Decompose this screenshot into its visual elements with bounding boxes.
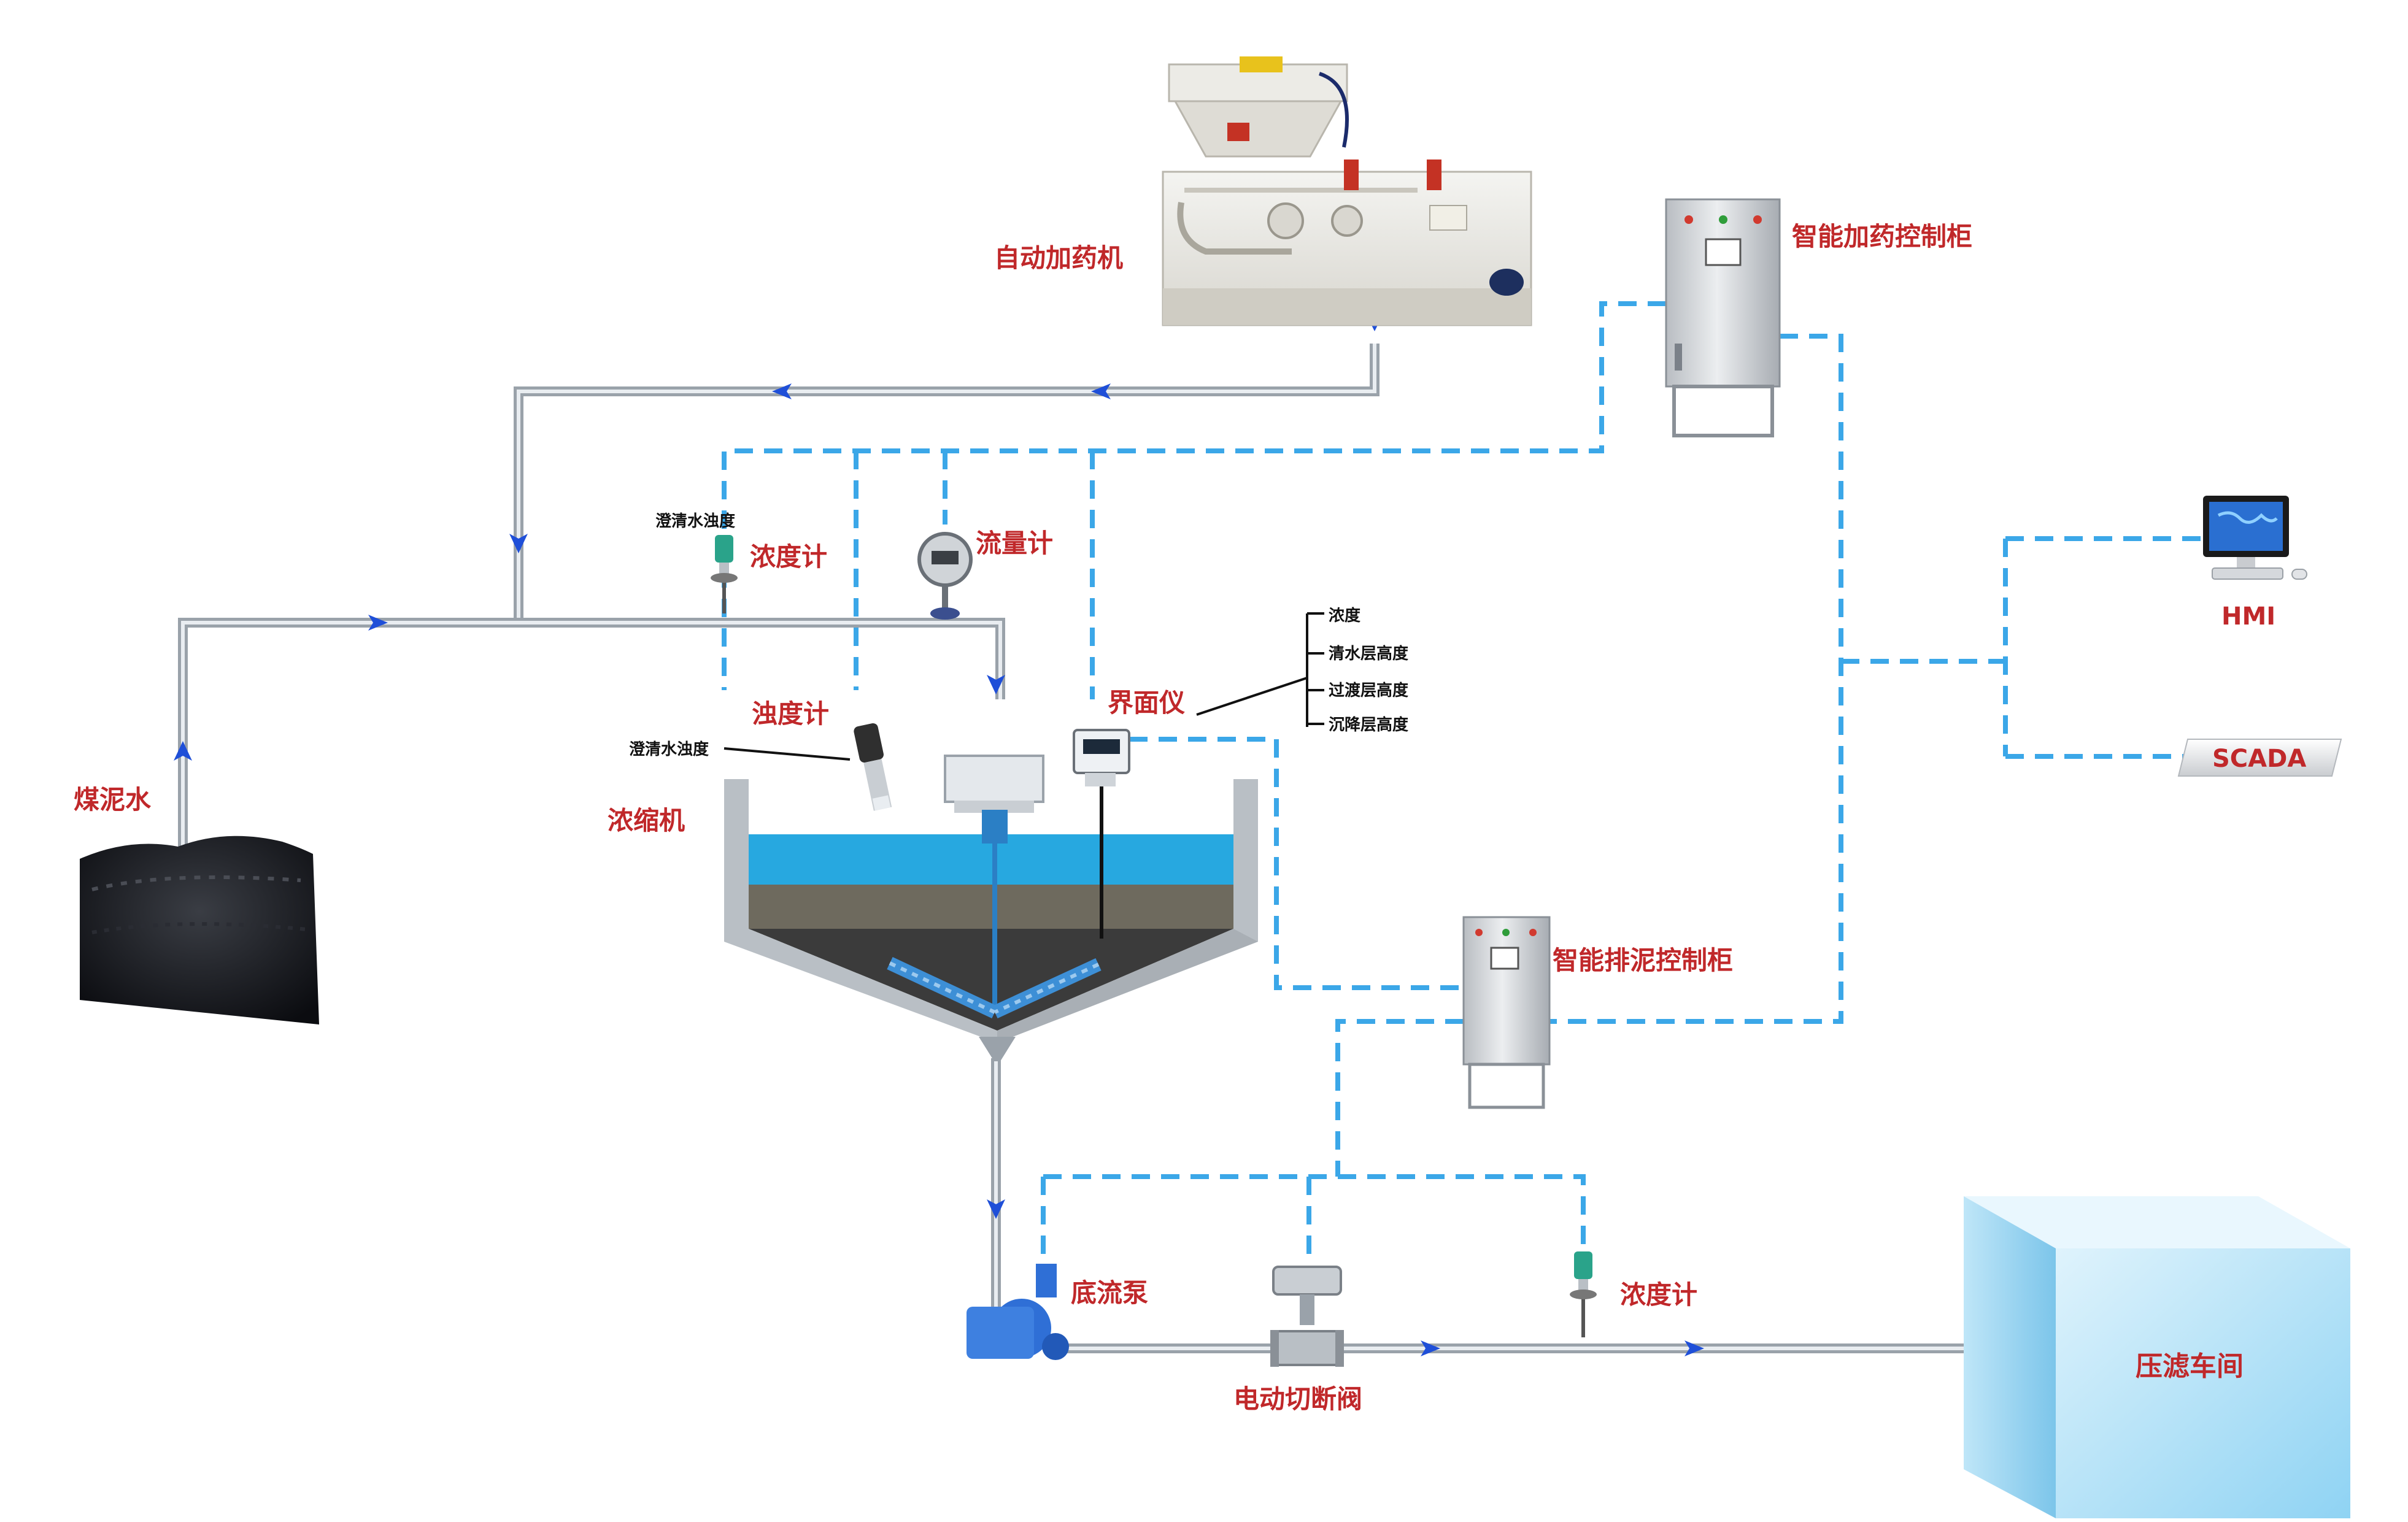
hmi-label: HMI — [2221, 602, 2275, 631]
flow-arrow-right — [1421, 1340, 1440, 1356]
interface-meter-label: 界面仪 — [1108, 688, 1185, 718]
turbidity-meter-label: 浊度计 — [752, 699, 829, 729]
dosing-machine-label: 自动加药机 — [994, 243, 1123, 273]
flow-arrow-right — [1684, 1340, 1704, 1356]
dosing-machine-icon — [1162, 56, 1532, 326]
coal-pile-icon — [80, 836, 319, 1024]
interface-output-1: 浓度 — [1329, 606, 1360, 625]
computer-monitor-icon — [2203, 496, 2307, 580]
flow-arrow-right — [368, 615, 388, 631]
clear-water-turbidity-label-side: 澄清水浊度 — [629, 740, 709, 759]
coal-slurry-label: 煤泥水 — [74, 785, 152, 815]
transition-layer — [749, 885, 1233, 929]
clear-water-turbidity-label-top: 澄清水浊度 — [655, 512, 735, 531]
shutoff-valve-label: 电动切断阀 — [1233, 1384, 1362, 1414]
scada-badge — [2177, 739, 2342, 777]
flow-arrows — [174, 313, 1704, 1356]
thickener-label: 浓缩机 — [608, 805, 685, 836]
sediment-layer — [749, 929, 1233, 1031]
interface-output-3: 过渡层高度 — [1329, 681, 1408, 700]
flow-arrow-down — [987, 1199, 1005, 1219]
flow-arrow-down — [987, 675, 1005, 694]
flow-arrow-left — [772, 383, 792, 399]
filter-press-room-icon — [1964, 1196, 2350, 1518]
flow-meter-label: 流量计 — [976, 528, 1053, 558]
flow-meter-icon — [917, 532, 973, 620]
interface-output-2: 清水层高度 — [1329, 644, 1408, 663]
dosing-cabinet-icon — [1665, 198, 1781, 437]
concentration-meter-icon — [1570, 1251, 1597, 1337]
thickener-tank — [724, 755, 1258, 1061]
pump-icon — [967, 1264, 1069, 1360]
turbidity-probe-icon — [724, 723, 892, 811]
dosing-cabinet-label: 智能加药控制柜 — [1792, 221, 1972, 252]
flow-arrow-left — [1091, 383, 1111, 399]
scada-label: SCADA — [2212, 745, 2306, 773]
concentration-meter-label-bottom: 浓度计 — [1620, 1280, 1697, 1310]
motorized-valve-icon — [1270, 1266, 1344, 1367]
signal-lines — [722, 301, 2203, 1267]
interface-meter-icon — [1073, 612, 1324, 939]
flow-arrow-up — [174, 741, 192, 761]
discharge-cabinet-label: 智能排泥控制柜 — [1553, 945, 1733, 975]
discharge-cabinet-icon — [1462, 916, 1551, 1109]
concentration-meter-icon — [711, 535, 738, 613]
flow-arrow-down — [509, 534, 528, 553]
interface-output-4: 沉降层高度 — [1329, 715, 1408, 734]
underflow-pump-label: 底流泵 — [1071, 1278, 1148, 1308]
concentration-meter-label-top: 浓度计 — [750, 542, 827, 572]
filter-press-label: 压滤车间 — [2136, 1351, 2244, 1382]
